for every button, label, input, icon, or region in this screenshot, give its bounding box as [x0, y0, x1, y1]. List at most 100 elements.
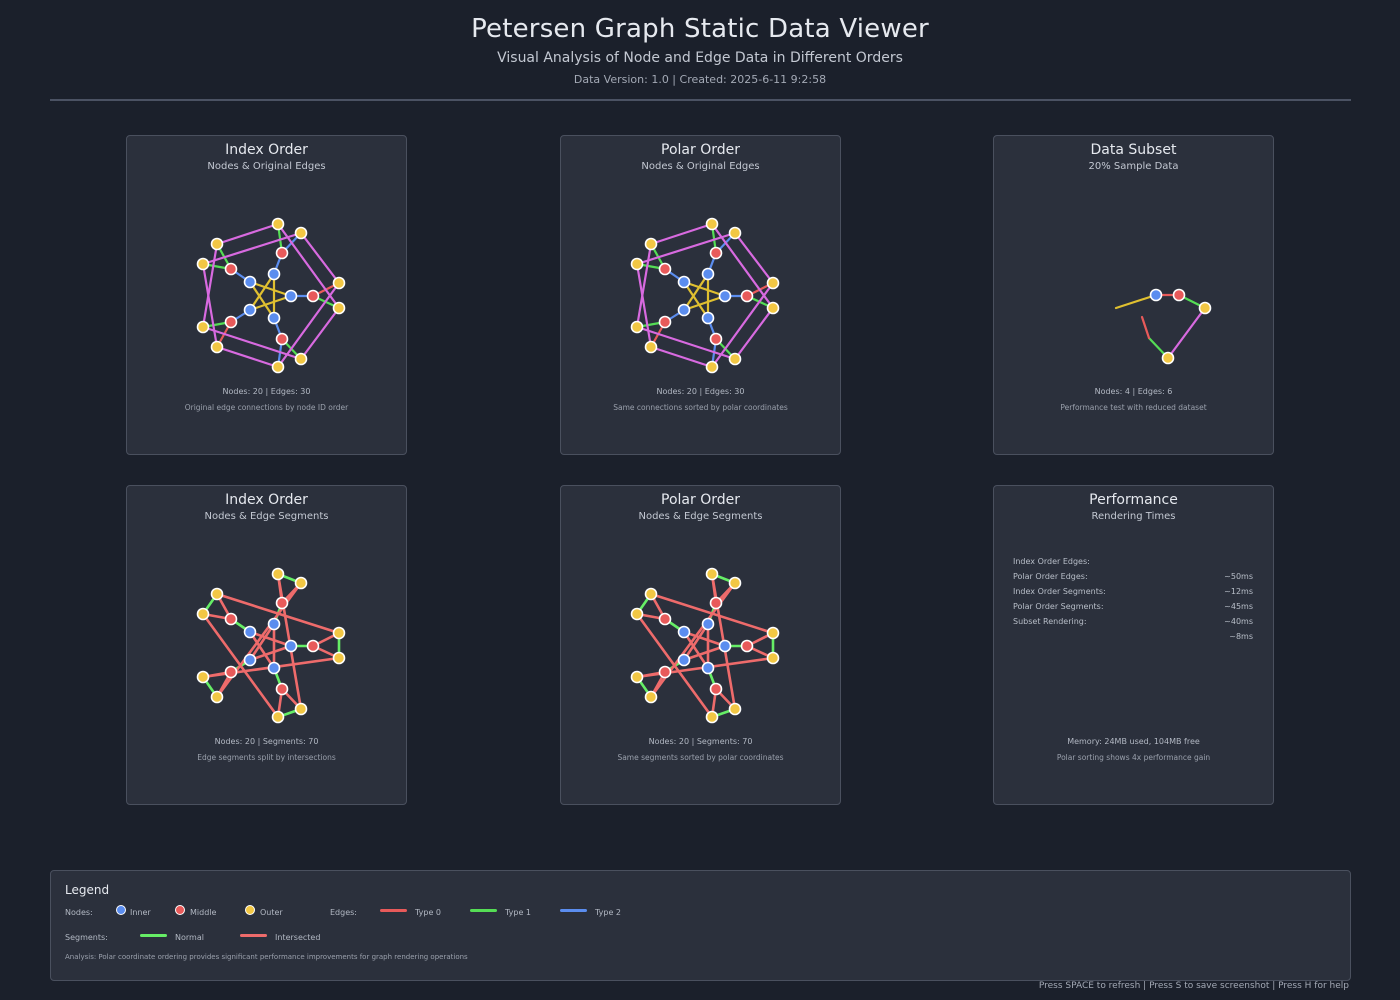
graph-node-outer: [644, 340, 658, 354]
graph-node-outer: [630, 320, 644, 334]
graph-node-middle: [306, 289, 320, 303]
graph-node-outer: [210, 587, 224, 601]
data-version-meta: Data Version: 1.0 | Created: 2025-6-11 9…: [573, 73, 827, 86]
graph-node-outer: [196, 257, 210, 271]
graph-edge: [201, 231, 303, 266]
graph-node-outer: [728, 226, 742, 240]
legend-inner-label: Inner: [130, 908, 151, 917]
legend-analysis-note: Analysis: Polar coordinate ordering prov…: [65, 953, 468, 961]
legend-type0-swatch: [380, 909, 407, 912]
graph-node-inner: [267, 661, 281, 675]
graph-segment: [682, 644, 727, 662]
graph-edge: [649, 345, 714, 369]
graph-node-outer: [196, 320, 210, 334]
graph-node-inner: [677, 625, 691, 639]
legend-intersected-swatch: [240, 934, 267, 937]
graph-index-segments: [196, 567, 346, 724]
graph-node-inner: [677, 275, 691, 289]
legend-middle-label: Middle: [190, 908, 217, 917]
graph-segment: [248, 622, 276, 662]
page-header: Petersen Graph Static Data Viewer Visual…: [0, 14, 1400, 86]
graph-node-middle: [658, 665, 672, 679]
graph-node-middle: [709, 596, 723, 610]
graph-node-outer: [705, 217, 719, 231]
graph-node-outer: [705, 567, 719, 581]
graph-node-inner: [243, 303, 257, 317]
graph-node-inner: [243, 275, 257, 289]
graph-node-outer: [766, 626, 780, 640]
graph-node-outer: [644, 587, 658, 601]
graph-node-inner: [718, 639, 732, 653]
graph-node-outer: [196, 670, 210, 684]
legend-type0-label: Type 0: [415, 908, 442, 917]
panel-description: Original edge connections by node ID ord…: [184, 403, 349, 412]
performance-labels: Index Order Edges: Polar Order Edges: In…: [1013, 556, 1255, 631]
graph-node-inner: [267, 267, 281, 281]
graph-node-outer: [332, 651, 346, 665]
graph-node-middle: [224, 315, 238, 329]
graph-node-middle: [709, 246, 723, 260]
graph-node-inner: [243, 653, 257, 667]
graph-node-inner: [718, 289, 732, 303]
graph-edge: [299, 306, 341, 361]
graph-node-outer: [332, 301, 346, 315]
legend-type1-label: Type 1: [505, 908, 532, 917]
graph-edge: [1140, 315, 1151, 340]
panel-description: Same connections sorted by polar coordin…: [613, 403, 788, 412]
graph-node-middle: [658, 262, 672, 276]
graph-segment: [248, 644, 293, 662]
graph-segment: [682, 630, 710, 670]
graph-edge: [682, 272, 710, 312]
graph-node-inner: [267, 311, 281, 325]
panel-polar-segments: Polar Order Nodes & Edge Segments Nodes:…: [560, 485, 841, 805]
panel-subtitle: Nodes & Original Edges: [207, 161, 326, 172]
graph-node-middle: [224, 262, 238, 276]
performance-note: Polar sorting shows 4x performance gain: [1056, 753, 1211, 762]
graph-node-inner: [701, 661, 715, 675]
graph-edge: [635, 242, 653, 329]
graph-segment: [201, 612, 280, 719]
panel-title: Index Order: [225, 492, 308, 508]
panel-subtitle: Nodes & Edge Segments: [204, 511, 329, 522]
graph-node-outer: [210, 690, 224, 704]
graph-edge: [248, 294, 293, 312]
graph-edge: [215, 222, 280, 246]
graph-node-middle: [658, 612, 672, 626]
perf-value: ~12ms: [1224, 587, 1253, 596]
legend-intersected-label: Intersected: [275, 933, 321, 942]
graph-node-middle: [740, 289, 754, 303]
graph-edge: [733, 231, 775, 285]
graph-node-outer: [294, 702, 308, 716]
panel-description: Same segments sorted by polar coordinate…: [617, 753, 784, 762]
graph-edge: [201, 325, 303, 361]
panel-title: Index Order: [225, 142, 308, 158]
graph-node-middle: [275, 596, 289, 610]
panel-stats: Nodes: 20 | Segments: 70: [214, 737, 319, 746]
graph-node-outer: [210, 340, 224, 354]
legend-edges-label: Edges:: [330, 908, 357, 917]
perf-label: Index Order Segments:: [1013, 587, 1106, 596]
legend-title: Legend: [65, 883, 110, 897]
panel-stats: Nodes: 20 | Edges: 30: [656, 387, 745, 396]
performance-values: ~50ms ~12ms ~45ms ~40ms ~8ms: [1224, 571, 1253, 646]
graph-node-outer: [766, 276, 780, 290]
graph-node-outer: [294, 352, 308, 366]
perf-value: ~50ms: [1224, 572, 1253, 581]
graph-edge: [248, 272, 276, 312]
header-divider: [50, 99, 1351, 101]
graph-segment: [248, 630, 293, 648]
panel-performance: Performance Rendering Times Index Order …: [993, 485, 1274, 805]
graph-node-outer: [766, 301, 780, 315]
graph-edge: [710, 281, 775, 369]
graph-node-inner: [267, 617, 281, 631]
graph-edge: [1114, 293, 1158, 310]
panel-index-segments: Index Order Nodes & Edge Segments Nodes:…: [126, 485, 407, 805]
graph-node-outer: [332, 276, 346, 290]
graph-edge: [201, 262, 219, 349]
graph-subset: [1114, 288, 1212, 365]
graph-polar-segments: [630, 567, 780, 724]
graph-node-outer: [332, 626, 346, 640]
graph-edge: [248, 280, 276, 320]
graph-node-middle: [224, 612, 238, 626]
graph-node-inner: [701, 617, 715, 631]
